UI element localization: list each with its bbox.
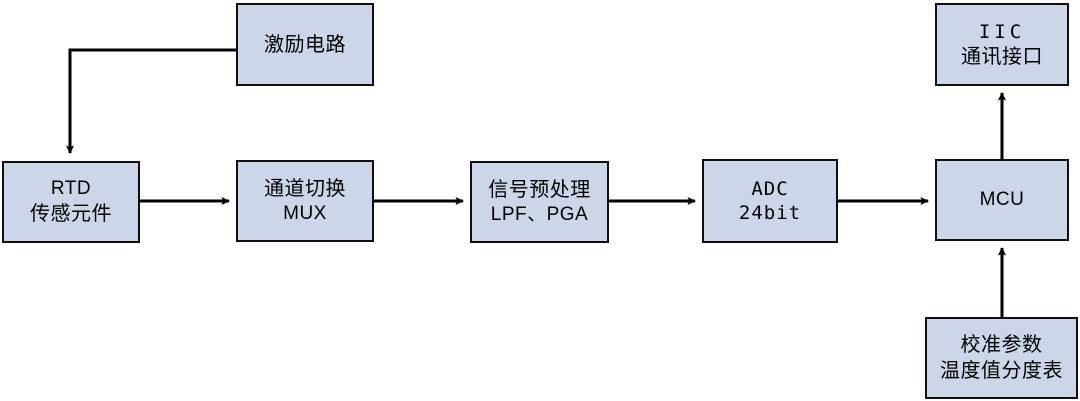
node-channel-mux-line-1: 通道切换 [264,176,346,201]
node-rtd-sensor-line-2: 传感元件 [30,201,112,226]
node-adc-line-2: 24bit [738,202,802,224]
node-iic-interface[interactable]: IIC 通讯接口 [935,3,1069,86]
node-rtd-sensor-line-1: RTD [50,178,92,200]
connector-excitation-to-rtd [65,48,236,155]
node-adc-line-1: ADC [751,177,789,200]
node-channel-mux-line-2: MUX [283,202,327,224]
node-signal-preprocessing-line-1: 信号预处理 [488,177,591,202]
node-mcu-line-1: MCU [979,188,1025,210]
node-calibration-parameters[interactable]: 校准参数 温度值分度表 [925,317,1078,399]
node-channel-mux[interactable]: 通道切换 MUX [236,160,374,242]
node-iic-interface-line-1: IIC [978,20,1026,43]
node-adc[interactable]: ADC 24bit [702,159,838,243]
node-calibration-parameters-line-1: 校准参数 [960,332,1043,357]
node-iic-interface-line-2: 通讯接口 [961,43,1043,68]
node-rtd-sensor[interactable]: RTD 传感元件 [2,161,140,243]
node-calibration-parameters-line-2: 温度值分度表 [940,358,1063,382]
node-excitation-circuit-line-1: 激励电路 [264,31,346,56]
node-excitation-circuit[interactable]: 激励电路 [236,3,374,86]
node-signal-preprocessing-line-2: LPF、PGA [490,203,589,225]
node-signal-preprocessing[interactable]: 信号预处理 LPF、PGA [470,161,609,243]
node-mcu[interactable]: MCU [935,159,1069,241]
